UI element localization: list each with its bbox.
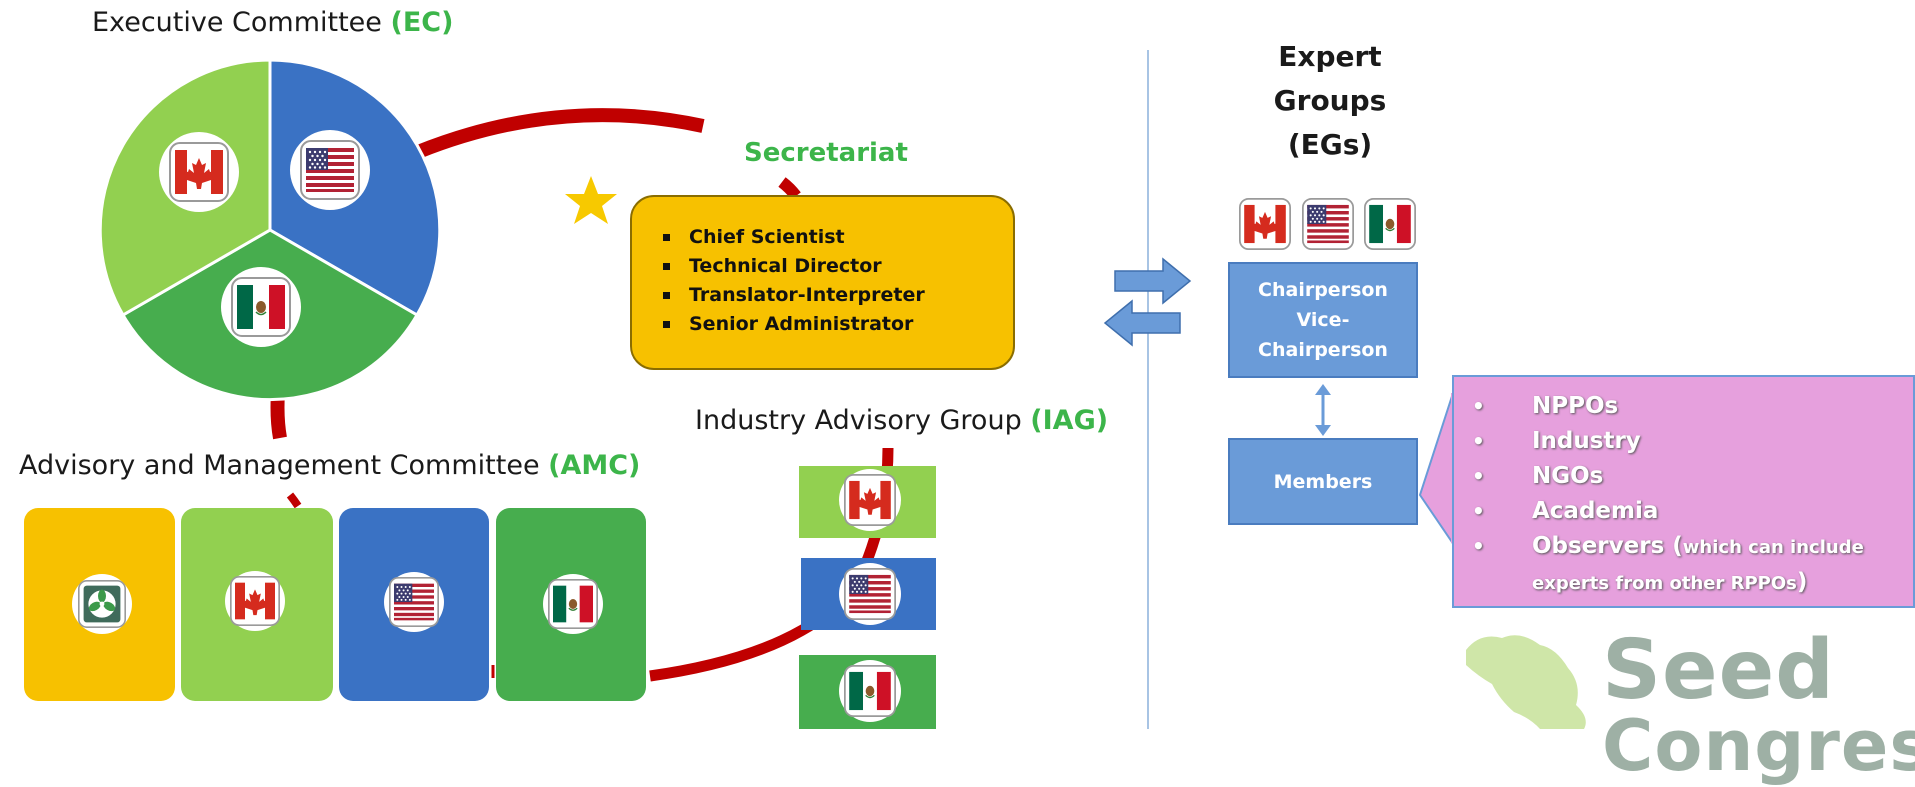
usa-flag-icon <box>1302 198 1354 250</box>
list-item: Academia <box>1472 494 1913 529</box>
members-label: Members <box>1273 470 1373 493</box>
north-america-map-icon <box>1466 635 1586 729</box>
list-item: NPPOs <box>1472 389 1913 424</box>
arc-amc-stub <box>286 492 302 509</box>
list-item: Technical Director <box>663 252 1013 281</box>
vice-chairperson-label: Chairperson <box>1258 339 1388 361</box>
mexico-flag-icon <box>548 579 598 629</box>
chairperson-box: Chairperson Vice- Chairperson <box>1228 262 1418 378</box>
observers-note-line2: experts from other RPPOs <box>1532 573 1797 594</box>
iag-abbr: (IAG) <box>1030 405 1109 436</box>
star-icon <box>565 176 617 224</box>
list-item: NGOs <box>1472 459 1913 494</box>
usa-flag-icon <box>844 568 896 620</box>
member-types-box: NPPOs Industry NGOs Academia Observers (… <box>1452 375 1915 608</box>
logo-line1: Seed <box>1602 623 1835 718</box>
observers-note-line1: which can include <box>1682 537 1864 558</box>
list-item: Observers (which can include <box>1472 529 1913 565</box>
amc-title-text: Advisory and Management Committee <box>19 450 549 481</box>
logo-line2: Congress <box>1602 705 1915 787</box>
arc-ec-secretariat <box>415 108 705 159</box>
eg-title-line1: Expert <box>1278 40 1382 73</box>
observers-label: Observers ( <box>1532 533 1683 559</box>
eg-title-line2: Groups <box>1273 84 1387 117</box>
chairperson-label: Chairperson <box>1258 279 1388 301</box>
arrow-right-icon <box>1114 257 1192 305</box>
double-arrow-icon <box>1315 384 1331 436</box>
iag-title: Industry Advisory Group (IAG) <box>695 405 1108 436</box>
ec-abbr: (EC) <box>390 7 454 38</box>
arrow-left-icon <box>1103 299 1181 347</box>
list-item: Senior Administrator <box>663 310 1013 339</box>
list-item: Industry <box>1472 424 1913 459</box>
member-types-list: NPPOs Industry NGOs Academia Observers (… <box>1454 377 1913 601</box>
secretariat-members: Chief Scientist Technical Director Trans… <box>632 197 1013 339</box>
usa-flag-icon <box>389 577 439 627</box>
amc-title: Advisory and Management Committee (AMC) <box>19 450 640 481</box>
eg-title-line3: (EGs) <box>1287 128 1373 161</box>
arc-secretariat-stub <box>778 177 801 200</box>
callout-pointer <box>1418 389 1455 549</box>
secretariat-title: Secretariat <box>744 138 908 168</box>
amc-abbr: (AMC) <box>548 450 641 481</box>
canada-flag-icon <box>1239 198 1291 250</box>
observers-close: ) <box>1796 569 1808 595</box>
ec-title: Executive Committee (EC) <box>92 7 453 38</box>
mexico-flag-icon <box>231 277 291 337</box>
members-box: Members <box>1228 438 1418 525</box>
mexico-flag-icon <box>1364 198 1416 250</box>
list-item: Translator-Interpreter <box>663 281 1013 310</box>
list-item-continuation: experts from other RPPOs) <box>1532 565 1913 601</box>
list-item: Chief Scientist <box>663 223 1013 252</box>
nappo-logo-icon <box>78 580 126 628</box>
secretariat-box: Chief Scientist Technical Director Trans… <box>630 195 1015 370</box>
usa-flag-icon <box>300 140 360 200</box>
canada-flag-icon <box>230 576 280 626</box>
canada-flag-icon <box>169 142 229 202</box>
canada-flag-icon <box>844 474 896 526</box>
vice-label: Vice- <box>1296 309 1350 331</box>
iag-title-text: Industry Advisory Group <box>695 405 1031 436</box>
eg-title: Expert Groups (EGs) <box>1270 35 1390 167</box>
mexico-flag-icon <box>844 665 896 717</box>
ec-title-text: Executive Committee <box>92 7 391 38</box>
